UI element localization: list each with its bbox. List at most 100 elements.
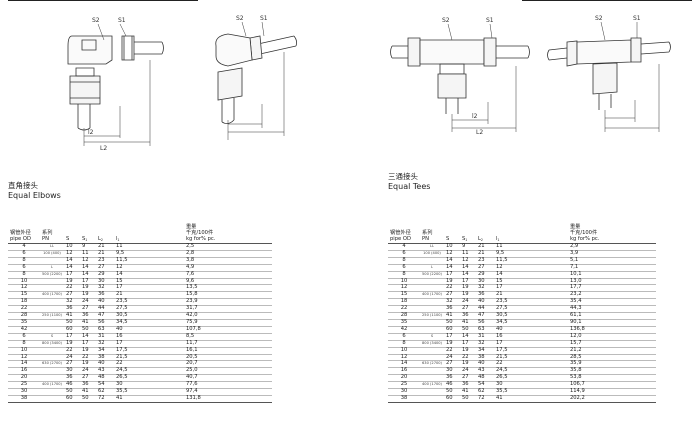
cell-s1: 9 xyxy=(459,243,476,251)
cell-l: 9,5 xyxy=(113,250,184,258)
cell-series xyxy=(40,257,64,265)
cell-w: 3,9 xyxy=(567,250,656,258)
cell-w: 114,9 xyxy=(567,388,656,396)
cell-s1: 41 xyxy=(459,319,476,327)
cell-s1: 22 xyxy=(79,354,96,362)
cell-series xyxy=(420,367,444,376)
top-rule-right xyxy=(522,0,692,1)
cell-series xyxy=(40,367,64,376)
cell-od: 6 xyxy=(8,332,40,341)
tees-hdr-series-en: PN xyxy=(422,236,430,242)
cell-s1: 19 xyxy=(79,360,96,369)
tees-title: 三通接头 Equal Tees xyxy=(388,172,430,192)
cell-od: 38 xyxy=(8,395,40,403)
cell-l2: 72 xyxy=(475,395,494,403)
cell-l: 14 xyxy=(493,271,568,279)
cell-s: 46 xyxy=(443,381,460,390)
cell-s1: 11 xyxy=(459,250,476,258)
cell-s1: 19 xyxy=(79,347,96,355)
cell-od: 18 xyxy=(8,298,40,307)
cell-series xyxy=(40,347,64,355)
cell-s: 36 xyxy=(63,305,80,314)
cell-w: 90,1 xyxy=(567,319,656,327)
cell-s1: 19 xyxy=(459,291,476,300)
cell-l2: 29 xyxy=(475,271,494,279)
cell-s1: 14 xyxy=(79,332,96,341)
cell-w: 5,1 xyxy=(567,257,656,265)
cell-s1: 17 xyxy=(79,278,96,286)
cell-s1: 24 xyxy=(459,367,476,376)
cell-od: 15 xyxy=(388,291,420,300)
cell-series xyxy=(40,298,64,307)
cell-l2: 36 xyxy=(95,291,114,300)
cell-s: 22 xyxy=(63,285,80,293)
cell-l2: 32 xyxy=(95,285,114,293)
cell-s: 17 xyxy=(443,271,460,279)
cell-od: 8 xyxy=(8,271,40,279)
cell-s: 32 xyxy=(63,298,80,307)
cell-series xyxy=(40,374,64,383)
cell-l2: 21 xyxy=(95,250,114,258)
cell-w: 35,9 xyxy=(567,360,656,369)
cell-od: 16 xyxy=(388,367,420,376)
cell-od: 28 xyxy=(8,312,40,320)
cell-series xyxy=(40,319,64,327)
cell-l: 30,5 xyxy=(113,312,184,320)
cell-w: 7,6 xyxy=(183,271,272,279)
cell-l2: 54 xyxy=(95,381,114,390)
cell-od: 10 xyxy=(8,278,40,286)
tees-hdr-weight-cn: 重量 xyxy=(569,224,581,230)
cell-l2: 43 xyxy=(95,367,114,376)
tees-hdr-l2: L xyxy=(477,236,481,242)
elbow-label-s1: S1 xyxy=(118,17,126,24)
cell-w: 10,1 xyxy=(567,271,656,279)
cell-l2: 56 xyxy=(95,319,114,327)
cell-s1: 36 xyxy=(79,381,96,390)
cell-series: 400 (1700) xyxy=(420,381,444,390)
cell-s1: 41 xyxy=(79,319,96,327)
elbows-hdr-s: S xyxy=(65,236,70,242)
cell-s1: 17 xyxy=(79,340,96,348)
cell-s1: 14 xyxy=(79,263,96,272)
cell-l: 27,5 xyxy=(113,305,184,314)
elbows-hdr-series-en: PN xyxy=(42,236,50,242)
cell-series: 630 (2700) xyxy=(40,360,64,369)
cell-s1: 9 xyxy=(79,243,96,251)
cell-l2: 56 xyxy=(475,319,494,327)
cell-od: 8 xyxy=(8,340,40,348)
cell-l: 17 xyxy=(493,340,568,348)
cell-series xyxy=(40,388,64,396)
tees-hdr-weight-sub: 千克/100件 xyxy=(569,230,598,236)
cell-l: 40 xyxy=(113,326,184,334)
cell-w: 8,5 xyxy=(183,332,272,341)
elbows-title-en: Equal Elbows xyxy=(8,191,61,200)
tees-hdr-od-cn: 钢管外径 xyxy=(390,230,411,236)
cell-od: 28 xyxy=(388,312,420,320)
elbows-hdr-s1: S xyxy=(81,236,86,242)
cell-s: 60 xyxy=(443,395,460,403)
cell-l: 22 xyxy=(113,360,184,369)
cell-series xyxy=(420,298,444,307)
cell-od: 12 xyxy=(388,354,420,362)
cell-s1: 36 xyxy=(79,312,96,320)
cell-s1: 19 xyxy=(79,291,96,300)
cell-l2: 36 xyxy=(475,291,494,300)
cell-w: 106,7 xyxy=(567,381,656,390)
cell-w: 9,6 xyxy=(183,278,272,286)
cell-od: 16 xyxy=(8,367,40,376)
cell-w: 42,0 xyxy=(183,312,272,320)
cell-w: 25,0 xyxy=(183,367,272,376)
